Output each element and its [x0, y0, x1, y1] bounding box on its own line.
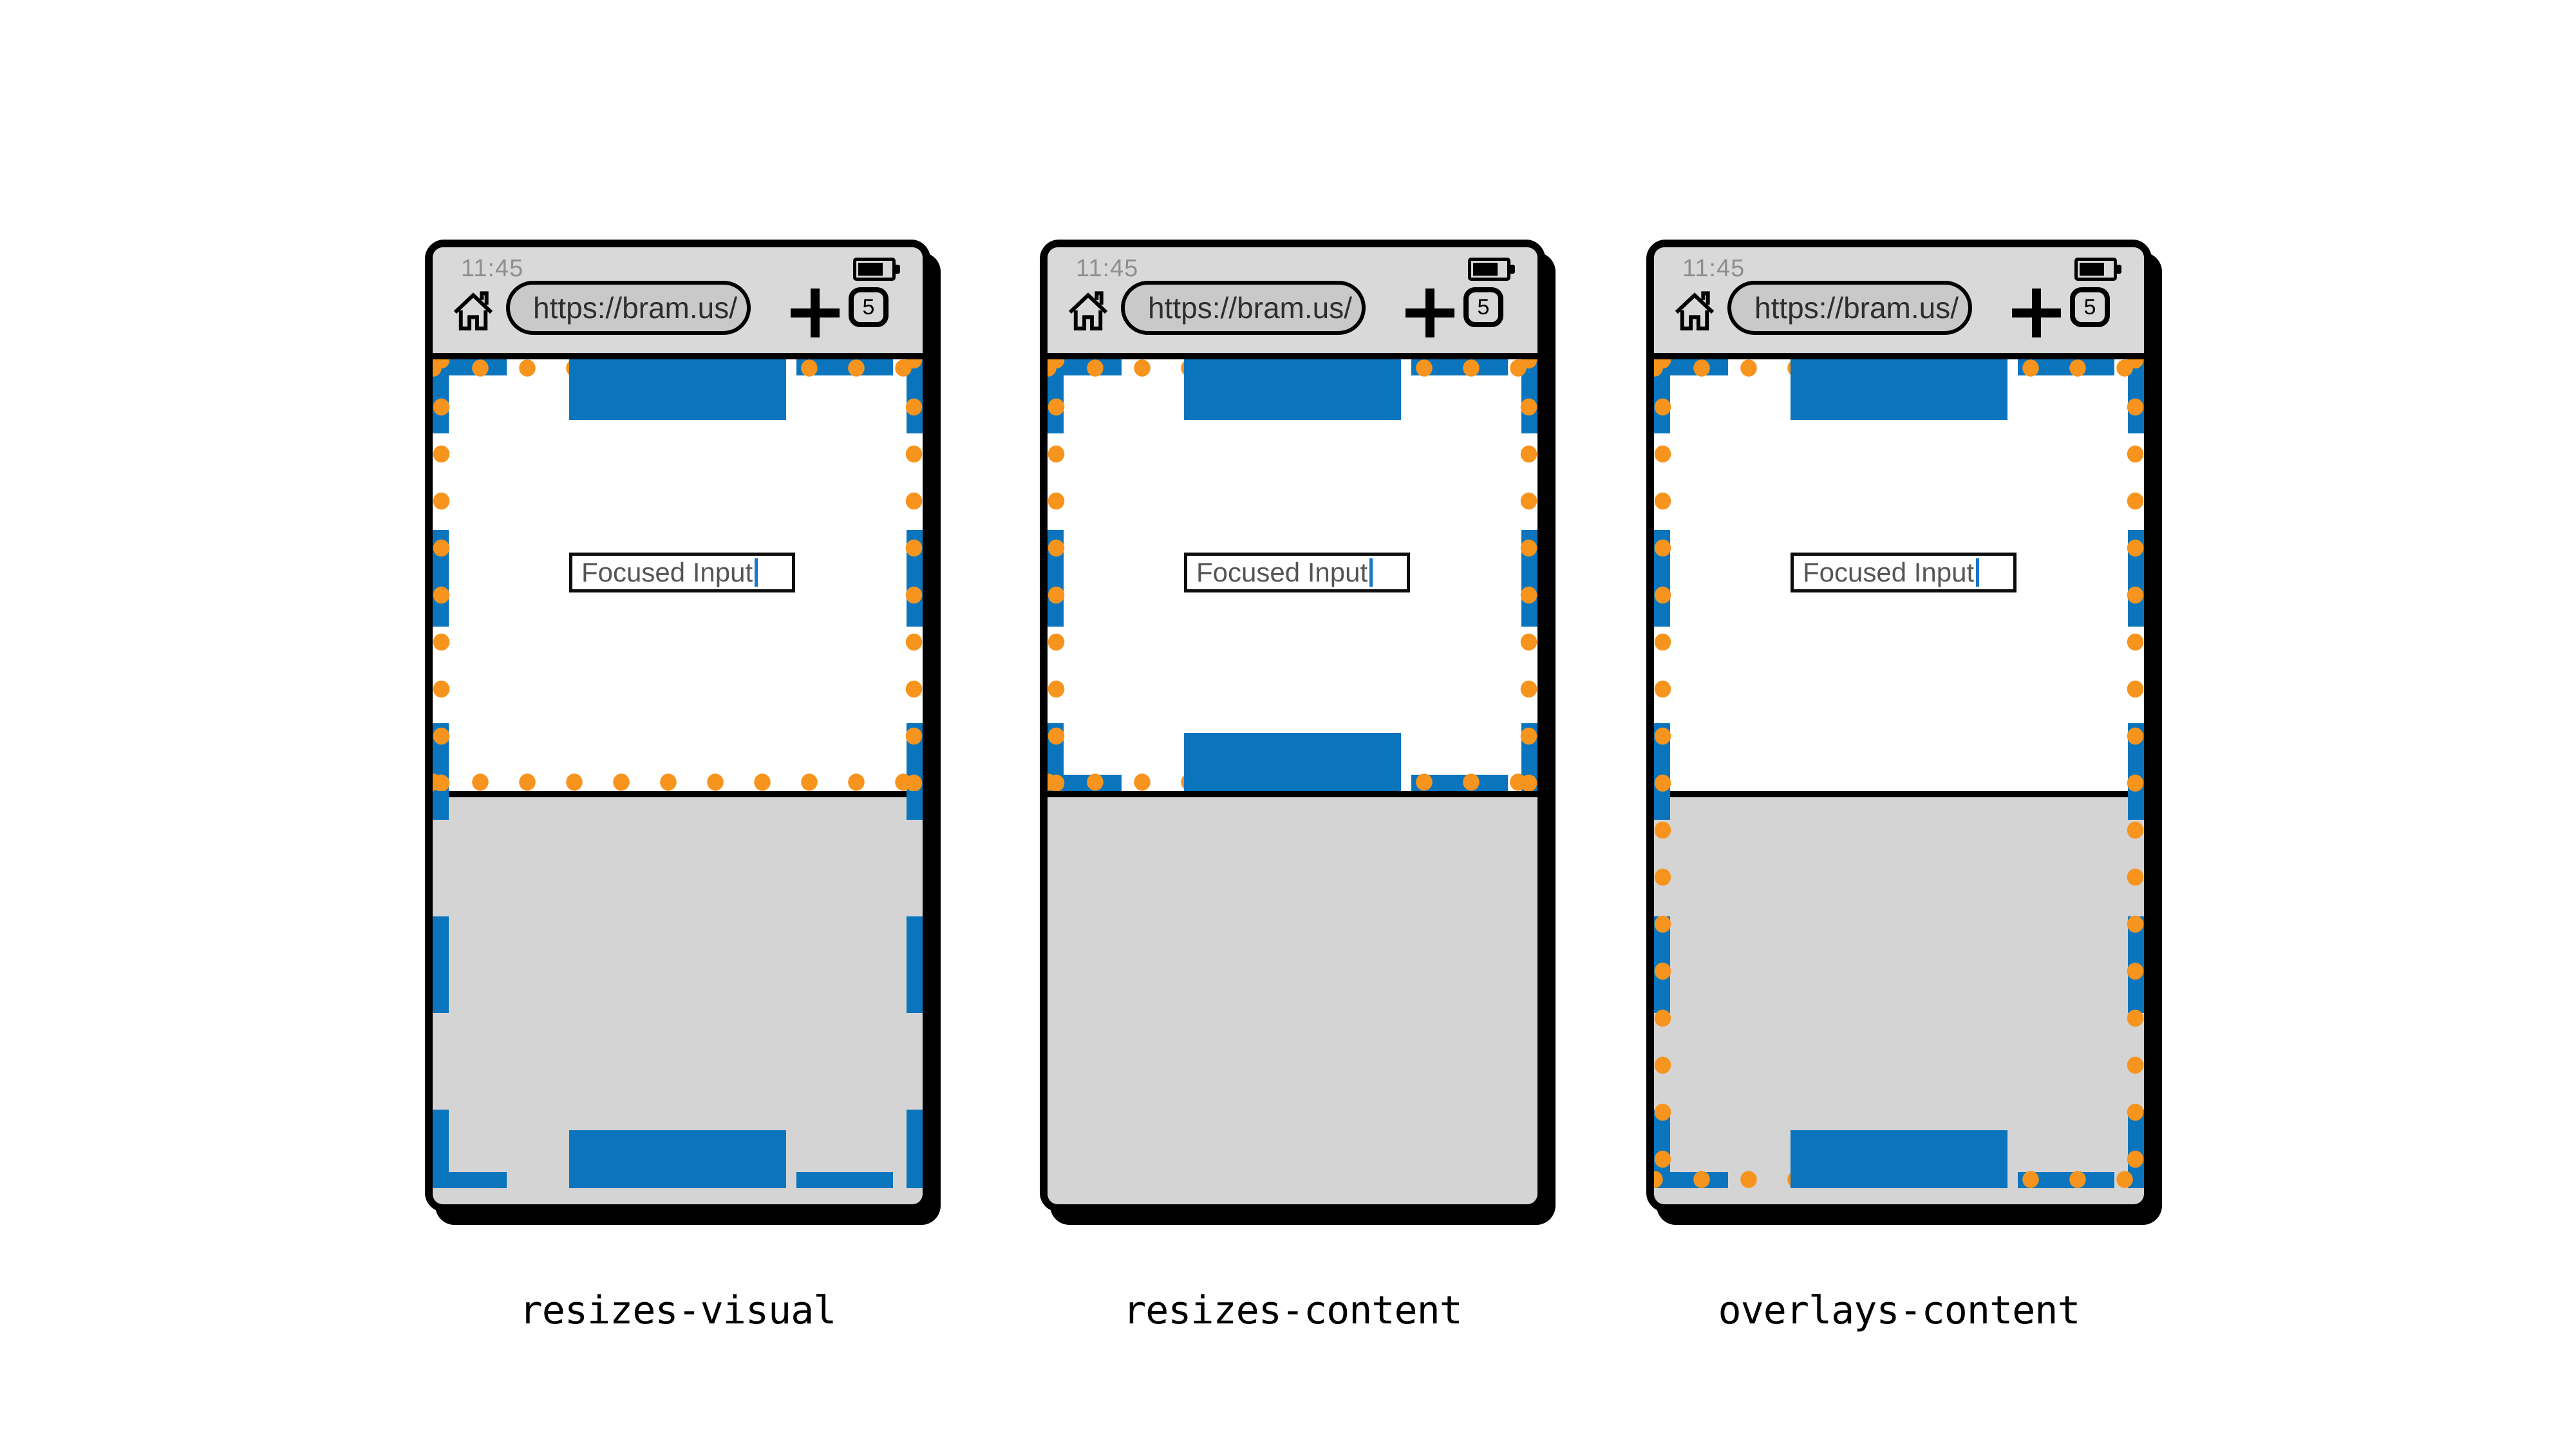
visual-viewport-dots-right [2127, 359, 2144, 1188]
text-caret-icon [1369, 558, 1373, 587]
url-text: https://bram.us/ [1754, 291, 1959, 325]
url-bar[interactable]: https://bram.us/ [506, 281, 751, 335]
battery-icon [853, 258, 900, 281]
phone-screen: 11:45 https://bram.us/ 5 [433, 247, 923, 1204]
visual-viewport-dots-left [1048, 359, 1065, 791]
phone-screen: 11:45 https://bram.us/ 5 [1654, 247, 2144, 1204]
visual-viewport-dots-right [1520, 359, 1537, 791]
phone-mockup-resizes-visual: 11:45 https://bram.us/ 5 [425, 240, 930, 1212]
visual-viewport-dots-left [433, 359, 450, 791]
variant-label-resizes-visual: resizes-visual [519, 1288, 837, 1333]
page-footer-block [1184, 733, 1401, 791]
url-bar[interactable]: https://bram.us/ [1121, 281, 1366, 335]
page-content: Focused Input [1048, 359, 1537, 1204]
visual-viewport-dots-bottom [433, 773, 923, 791]
tab-count-button[interactable]: 5 [849, 287, 888, 327]
focused-input[interactable]: Focused Input [1791, 553, 2017, 592]
page-header-block [569, 359, 786, 420]
tab-count-button[interactable]: 5 [2070, 287, 2110, 327]
tab-count: 5 [1477, 294, 1490, 319]
page-footer-block [569, 1130, 786, 1188]
variant-label-overlays-content: overlays-content [1718, 1288, 2081, 1333]
url-text: https://bram.us/ [533, 291, 738, 325]
keyboard-top-edge [1654, 791, 2144, 797]
status-time: 11:45 [1076, 255, 1139, 282]
url-text: https://bram.us/ [1148, 291, 1353, 325]
virtual-keyboard [1048, 797, 1537, 1204]
phone-mockup-overlays-content: 11:45 https://bram.us/ 5 [1646, 240, 2152, 1212]
new-tab-plus-icon[interactable] [791, 289, 840, 337]
page-content: Focused Input [1654, 359, 2144, 1204]
browser-chrome: 11:45 https://bram.us/ 5 [433, 247, 923, 359]
text-caret-icon [1976, 558, 1980, 587]
page-content: Focused Input [433, 359, 923, 1204]
page-header-block [1791, 359, 2007, 420]
variant-label-resizes-content: resizes-content [1123, 1288, 1463, 1333]
text-caret-icon [755, 558, 758, 587]
focused-input[interactable]: Focused Input [569, 553, 795, 592]
input-value: Focused Input [581, 557, 753, 587]
home-icon[interactable] [1064, 285, 1112, 336]
input-value: Focused Input [1196, 557, 1368, 587]
status-time: 11:45 [461, 255, 524, 282]
page-header-block [1184, 359, 1401, 420]
new-tab-plus-icon[interactable] [1406, 289, 1454, 337]
keyboard-top-edge [1048, 791, 1537, 797]
new-tab-plus-icon[interactable] [2012, 289, 2061, 337]
battery-icon [1468, 258, 1515, 281]
visual-viewport-dots-left [1654, 359, 1671, 1188]
battery-icon [2074, 258, 2121, 281]
tab-count: 5 [862, 294, 875, 319]
tab-count-button[interactable]: 5 [1463, 287, 1503, 327]
focused-input[interactable]: Focused Input [1184, 553, 1410, 592]
keyboard-top-edge [433, 791, 923, 797]
phone-mockup-resizes-content: 11:45 https://bram.us/ 5 [1040, 240, 1545, 1212]
visual-viewport-dots-right [905, 359, 923, 791]
page-footer-block [1791, 1130, 2007, 1188]
status-time: 11:45 [1682, 255, 1745, 282]
input-value: Focused Input [1803, 557, 1975, 587]
tab-count: 5 [2083, 294, 2096, 319]
browser-chrome: 11:45 https://bram.us/ 5 [1048, 247, 1537, 359]
phone-screen: 11:45 https://bram.us/ 5 [1048, 247, 1537, 1204]
home-icon[interactable] [1671, 285, 1718, 336]
url-bar[interactable]: https://bram.us/ [1727, 281, 1972, 335]
home-icon[interactable] [449, 285, 497, 336]
browser-chrome: 11:45 https://bram.us/ 5 [1654, 247, 2144, 359]
